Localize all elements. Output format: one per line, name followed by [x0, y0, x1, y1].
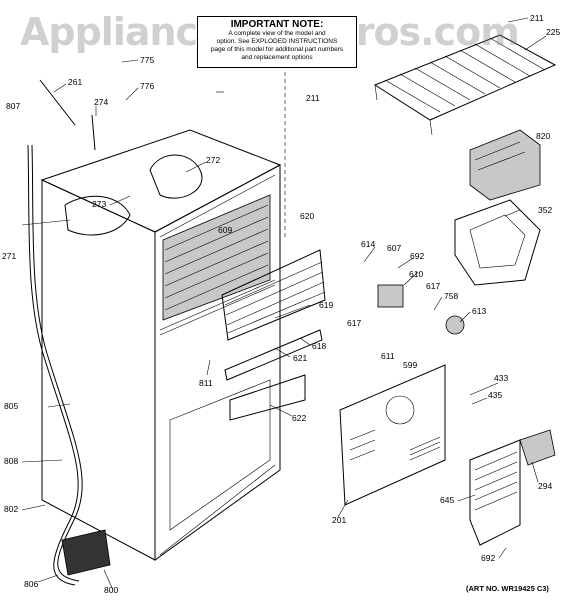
fan-blade: [445, 315, 465, 335]
shelf-support: [224, 329, 323, 421]
callout-352: 352: [538, 205, 553, 215]
callout-800: 800: [104, 585, 119, 595]
callout-273: 273: [92, 199, 107, 209]
water-valve: [61, 529, 111, 576]
callout-692: 692: [410, 251, 425, 261]
callout-617: 617: [426, 281, 441, 291]
wire-shelf: [373, 34, 557, 136]
callout-802: 802: [4, 504, 19, 514]
fill-tube: [39, 79, 96, 151]
machine-compartment-cover: [339, 364, 446, 506]
note-line: A complete view of the model and: [228, 30, 326, 37]
callout-611: 611: [381, 351, 395, 361]
callout-618: 618: [312, 341, 327, 351]
insulation: [64, 154, 203, 236]
note-line: and replacement options: [241, 54, 313, 61]
callout-294: 294: [538, 481, 553, 491]
art-number: (ART NO. WR19425 C3): [466, 584, 549, 593]
callout-211: 211: [306, 93, 320, 103]
callout-261: 261: [68, 77, 83, 87]
callout-805: 805: [4, 401, 19, 411]
callout-775: 775: [140, 55, 155, 65]
callout-807: 807: [6, 101, 21, 111]
callout-621: 621: [293, 353, 308, 363]
callout-272: 272: [206, 155, 221, 165]
callout-609: 609: [218, 225, 233, 235]
light-cover: [519, 429, 556, 466]
callout-433: 433: [494, 373, 509, 383]
callout-820: 820: [536, 131, 551, 141]
callout-811: 811: [199, 378, 213, 388]
heater-assembly: [221, 249, 326, 341]
callout-613: 613: [472, 306, 487, 316]
fan-motor: [377, 284, 404, 308]
icemaker: [469, 129, 541, 201]
ice-bucket: [454, 199, 541, 286]
callout-622: 622: [292, 413, 307, 423]
callout-645: 645: [440, 495, 455, 505]
callout-776: 776: [140, 81, 155, 91]
callout-435: 435: [488, 390, 503, 400]
callout-806: 806: [24, 579, 39, 589]
callout-758: 758: [444, 291, 459, 301]
note-title: IMPORTANT NOTE:: [230, 19, 324, 30]
callout-808: 808: [4, 456, 19, 466]
callout-274: 274: [94, 97, 109, 107]
callout-225: 225: [546, 27, 561, 37]
note-line: page of this model for additional part n…: [210, 46, 344, 53]
light-shield: [469, 439, 521, 546]
callout-599: 599: [403, 360, 418, 370]
callout-692: 692: [481, 553, 496, 563]
callout-619: 619: [319, 300, 334, 310]
note-line: option. See EXPLODED INSTRUCTIONS: [216, 38, 338, 45]
refrigerator-cabinet: [40, 129, 282, 561]
callout-620: 620: [300, 211, 315, 221]
callout-211: 211: [530, 13, 544, 23]
callout-614: 614: [361, 239, 376, 249]
leader-lines: [21, 17, 547, 591]
callout-617: 617: [347, 318, 362, 328]
callout-610: 610: [409, 269, 424, 279]
callout-271: 271: [2, 251, 17, 261]
callout-607: 607: [387, 243, 402, 253]
water-line: [27, 144, 83, 586]
evaporator-coil: [162, 194, 271, 321]
callout-201: 201: [332, 515, 347, 525]
important-note: IMPORTANT NOTE: A complete view of the m…: [197, 16, 357, 68]
